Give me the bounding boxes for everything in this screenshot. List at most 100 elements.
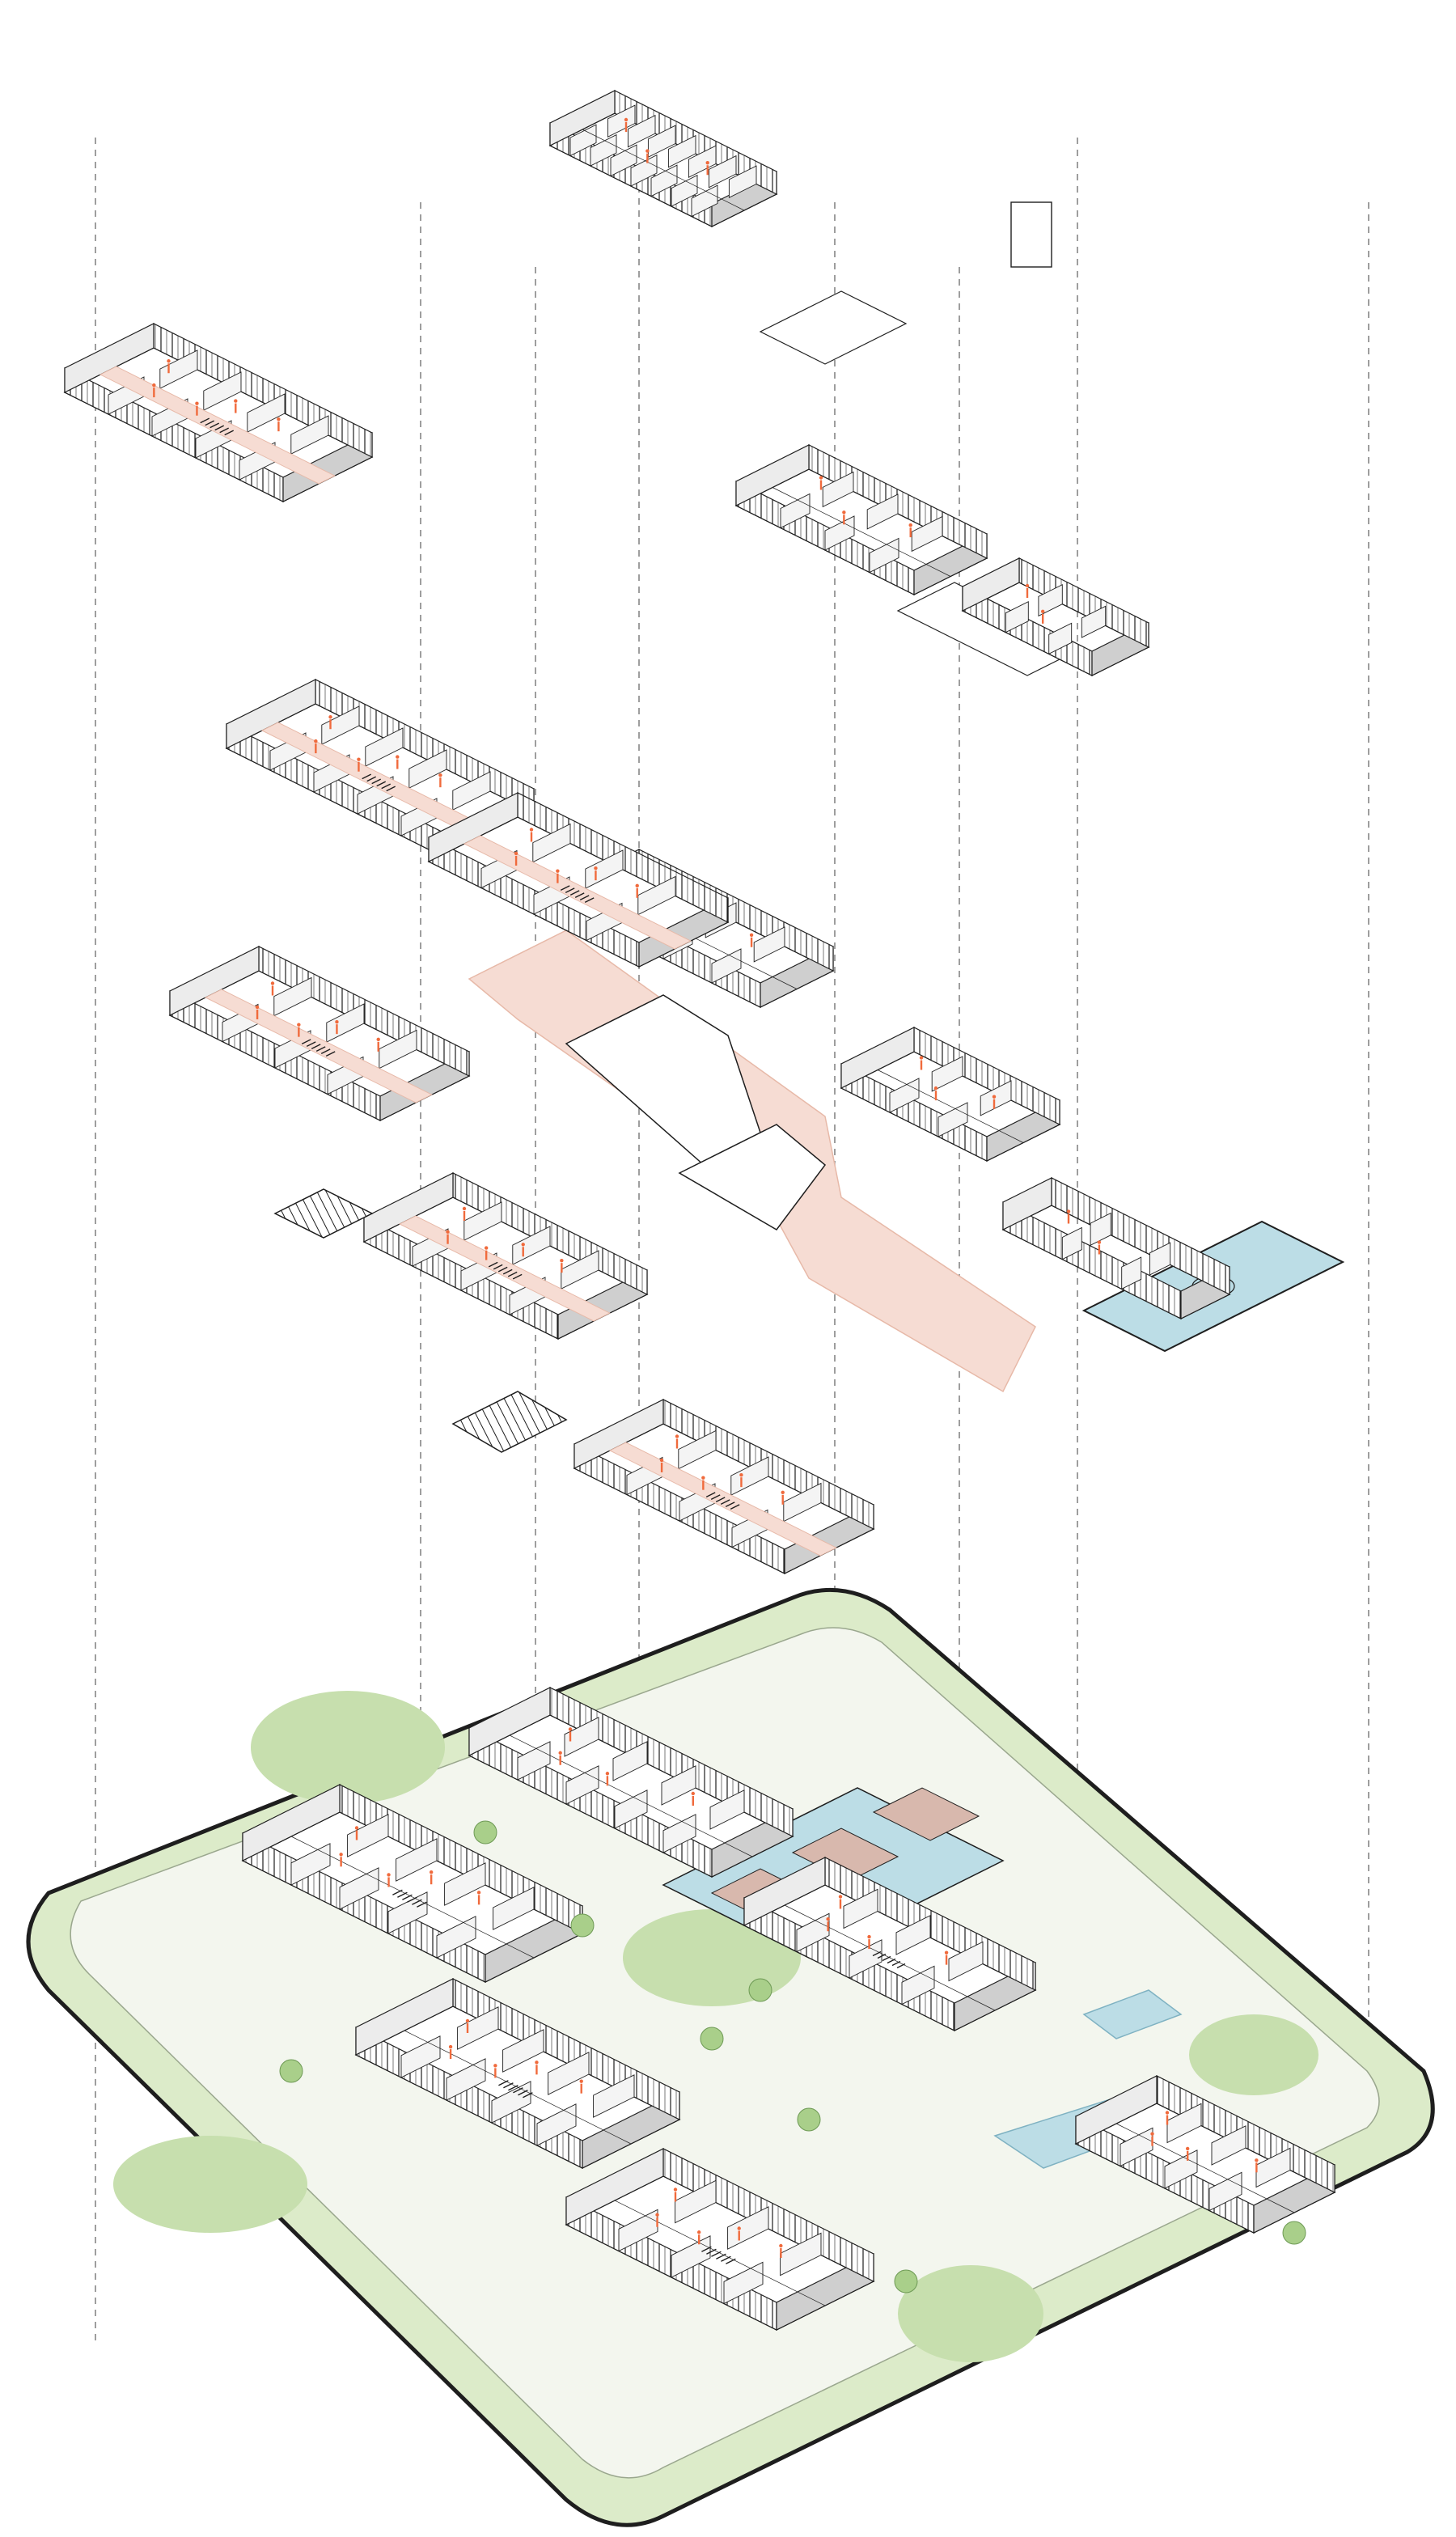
partition-wall	[607, 104, 636, 138]
stair-icon	[205, 420, 215, 426]
tree-icon	[700, 2027, 724, 2051]
human-figure-icon	[933, 1086, 938, 1091]
room-divider	[1115, 2123, 1295, 2213]
partition-wall	[436, 1916, 476, 1959]
partition-wall	[630, 154, 658, 187]
human-figure-icon	[297, 1023, 301, 1027]
human-figure-icon	[1185, 2146, 1190, 2151]
rear-side-wall	[962, 557, 1020, 612]
human-figure-icon	[438, 773, 442, 777]
human-figure-icon	[579, 2079, 583, 2083]
landscape-lawn	[898, 2265, 1043, 2362]
second-floor-central-classrooms	[427, 792, 730, 968]
partition-wall	[536, 2103, 577, 2146]
swimming-lanes	[273, 1188, 374, 1239]
stair-icon	[726, 2258, 736, 2264]
partition-wall	[273, 976, 312, 1017]
room-divider	[877, 1069, 1024, 1143]
stair-icon	[315, 1046, 326, 1052]
partition-wall	[532, 823, 571, 863]
human-figure-icon	[277, 417, 281, 421]
first-floor-west-classrooms	[168, 946, 471, 1121]
first-floor-gym-hall	[1001, 1177, 1231, 1319]
human-figure-icon	[234, 399, 238, 403]
stair-icon	[397, 1891, 408, 1898]
human-figure-icon	[484, 1246, 489, 1250]
landscape-lawn	[251, 1691, 445, 1804]
human-figure-icon	[659, 1458, 664, 1463]
stair-icon	[386, 786, 396, 792]
top-floor-terrace	[759, 290, 908, 365]
partition-wall	[1061, 1226, 1082, 1260]
stair-icon	[301, 1039, 311, 1045]
stair-icon	[498, 2080, 509, 2086]
stair-icon	[200, 417, 210, 424]
human-figure-icon	[655, 2213, 659, 2217]
partition-wall	[753, 926, 785, 963]
human-figure-icon	[335, 1019, 339, 1024]
partition-wall	[247, 393, 286, 433]
stair-icon	[214, 425, 225, 431]
human-figure-icon	[493, 2064, 497, 2068]
stair-icon	[381, 783, 392, 790]
partition-wall	[948, 1941, 984, 1982]
stair-icon	[493, 1264, 503, 1270]
human-figure-icon	[556, 869, 560, 873]
human-figure-icon	[919, 1056, 924, 1060]
human-figure-icon	[1150, 2132, 1154, 2136]
partition-wall	[457, 2006, 499, 2050]
stair-icon	[584, 897, 595, 904]
stair-icon	[219, 427, 230, 434]
human-figure-icon	[737, 2226, 741, 2230]
partition-wall	[980, 1080, 1012, 1116]
stair-icon	[725, 1501, 735, 1508]
human-figure-icon	[705, 161, 709, 165]
top-floor-tower	[1010, 201, 1052, 268]
corridor-strip	[608, 1442, 837, 1557]
human-figure-icon	[624, 117, 629, 122]
partition-wall	[610, 144, 637, 177]
stair-icon	[560, 885, 570, 892]
room-divider	[509, 1734, 753, 1857]
human-figure-icon	[339, 1853, 343, 1857]
human-figure-icon	[819, 476, 823, 480]
human-figure-icon	[354, 1826, 359, 1830]
human-figure-icon	[1255, 2158, 1259, 2162]
partition-wall	[849, 1939, 882, 1979]
partition-wall	[463, 1201, 502, 1241]
partition-wall	[866, 493, 899, 530]
human-figure-icon	[462, 1206, 467, 1211]
partition-wall	[650, 164, 678, 197]
partition-wall	[565, 1765, 599, 1805]
corridor-strip	[99, 366, 336, 485]
landscape-lawn	[1189, 2014, 1318, 2095]
partition-wall	[728, 165, 757, 199]
room-divider	[404, 2030, 632, 2145]
partition-wall	[901, 1965, 935, 2005]
stair-icon	[887, 1958, 896, 1964]
human-figure-icon	[701, 1476, 705, 1480]
stair-icon	[579, 895, 590, 901]
stair-icon	[497, 1266, 508, 1273]
partition-wall	[564, 1717, 599, 1757]
partition-wall	[339, 1867, 379, 1910]
human-figure-icon	[521, 1243, 525, 1247]
partition-wall	[365, 727, 404, 767]
room-divider	[582, 129, 745, 211]
rear-side-wall	[64, 323, 154, 393]
corridor-strip	[463, 835, 692, 950]
stair-icon	[720, 1499, 730, 1506]
partition-wall	[493, 1887, 535, 1930]
partition-wall	[1121, 1256, 1142, 1290]
partition-wall	[727, 2206, 769, 2250]
human-figure-icon	[635, 883, 639, 888]
human-figure-icon	[826, 1917, 830, 1921]
stair-icon	[508, 2085, 518, 2091]
human-figure-icon	[558, 1751, 562, 1755]
human-figure-icon	[594, 866, 598, 870]
stair-icon	[512, 1273, 523, 1280]
rear-side-wall	[169, 946, 260, 1016]
stair-icon	[701, 2246, 712, 2252]
first-floor-auditorium	[840, 1027, 1061, 1162]
